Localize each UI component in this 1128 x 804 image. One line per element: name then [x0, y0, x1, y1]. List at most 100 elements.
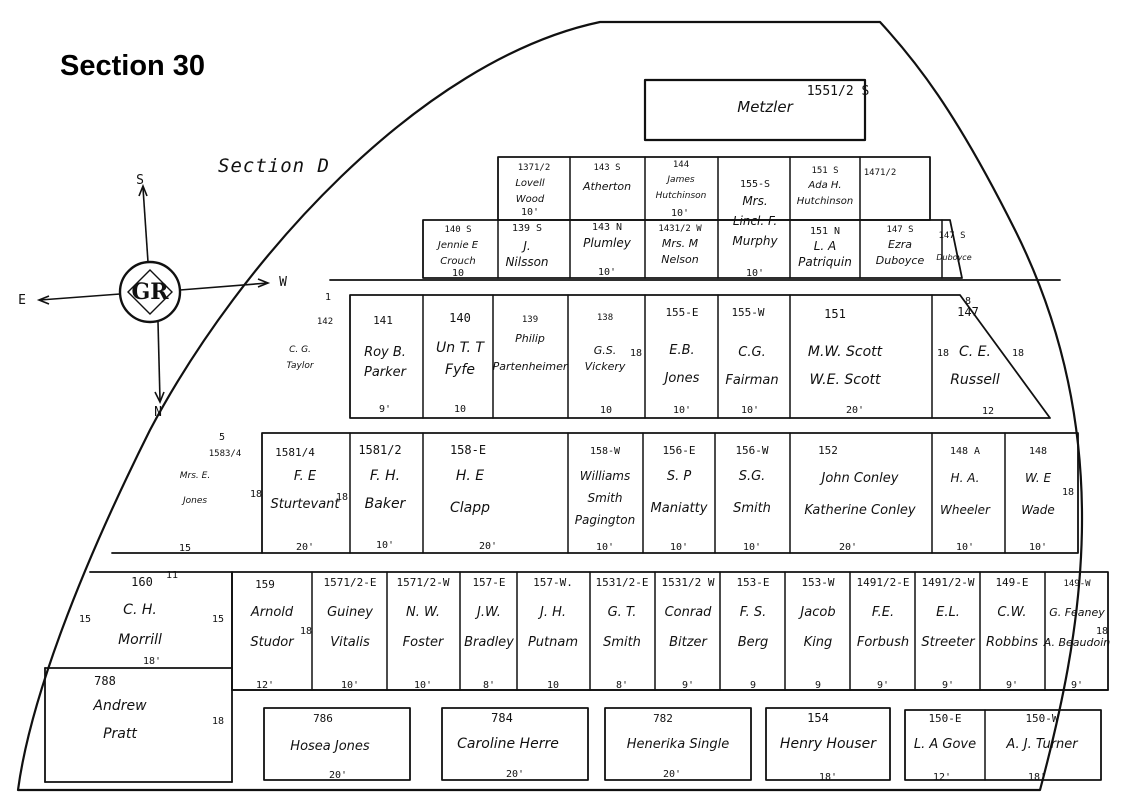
plot-number: 154	[807, 711, 829, 725]
owner-name: Bitzer	[669, 635, 708, 650]
owner-name: Partenheimer	[493, 360, 569, 373]
plot-width: 10	[454, 404, 466, 415]
plot-number: 153-W	[801, 576, 834, 589]
owner-name: W. E	[1025, 471, 1052, 485]
section-label: Section D	[218, 155, 330, 177]
plot-dimension: 8	[965, 296, 971, 307]
plot-width: 18'	[1028, 772, 1046, 783]
plot-width: 10'	[671, 208, 689, 219]
plot-width: 9	[750, 680, 756, 691]
owner-name: Wood	[516, 194, 545, 205]
plot-width: 20'	[506, 769, 524, 780]
plot-number: 139	[522, 315, 538, 325]
owner-name: Pratt	[103, 726, 137, 742]
plot-width: 10'	[673, 405, 691, 416]
plot-number: 147 S	[938, 231, 965, 241]
plot-number: 142	[317, 317, 333, 327]
owner-name: James	[665, 175, 694, 185]
plot-number: 1531/2 W	[662, 576, 715, 589]
owner-name: Smith	[603, 635, 641, 650]
plot-number: 1551/2 S	[807, 84, 870, 99]
owner-name: Hutchinson	[797, 196, 853, 207]
plot-number: 1571/2-E	[324, 576, 377, 589]
plot-width: 10'	[956, 542, 974, 553]
plot-width: 9'	[379, 404, 391, 415]
plot-number: 1531/2-E	[596, 576, 649, 589]
plot-width: 10'	[596, 542, 614, 553]
owner-name: Katherine Conley	[804, 503, 916, 518]
compass-monogram: GR	[131, 279, 169, 305]
plot-box	[643, 78, 867, 142]
plot-dimension: 18	[300, 626, 312, 637]
owner-name: H. A.	[951, 471, 980, 485]
plot-number: 1431/2 W	[658, 224, 702, 234]
plot-number: 158-E	[450, 443, 486, 457]
owner-name: Smith	[588, 491, 623, 505]
plot-number: 151	[824, 307, 846, 321]
plot-width: 10'	[746, 268, 764, 279]
owner-name: Robbins	[986, 635, 1038, 650]
owner-name: Henry Houser	[780, 736, 877, 752]
plot-dimension: 18	[1096, 626, 1108, 637]
plot-number: 148	[1029, 446, 1047, 457]
plot-width: 9'	[1071, 680, 1083, 691]
plot-number: 153-E	[736, 576, 769, 589]
plot-width: 9'	[877, 680, 889, 691]
owner-name: John Conley	[819, 471, 899, 486]
owner-name: H. E	[456, 468, 484, 484]
plot-width: 9'	[942, 680, 954, 691]
owner-name: Hutchinson	[656, 191, 707, 201]
owner-name: S.G.	[739, 469, 766, 484]
plot-dimension: 18	[250, 489, 262, 500]
owner-name: E.L.	[936, 605, 960, 620]
owner-name: Andrew	[92, 698, 147, 714]
owner-name: J. H.	[537, 605, 566, 620]
plot-width: 20'	[839, 542, 857, 553]
owner-name: Vickery	[585, 360, 626, 373]
plot-number: 141	[373, 314, 393, 327]
owner-name: Jennie E	[436, 240, 479, 251]
plot-width: 18'	[143, 656, 161, 667]
plot-dimension: 18	[630, 348, 642, 359]
plot-number: 151 N	[810, 226, 840, 237]
owner-name: Nilsson	[505, 255, 548, 269]
owner-name: Jones	[181, 496, 207, 506]
owner-name: Jones	[662, 371, 700, 386]
owner-name: C. G.	[289, 345, 311, 355]
owner-name: Ezra	[888, 238, 912, 251]
plot-width: 20'	[329, 770, 347, 781]
plot-number: 160	[131, 575, 153, 589]
plot-number: 1371/2	[518, 163, 551, 173]
plot-number: 786	[313, 712, 333, 725]
plot-number: 143 N	[592, 222, 622, 233]
plot-width: 10'	[598, 267, 616, 278]
plot-width: 18'	[819, 772, 837, 783]
plot-number: 151 S	[811, 166, 838, 176]
owner-name: Foster	[403, 635, 445, 650]
plot-width: 8'	[483, 680, 495, 691]
plot-width: 12'	[256, 680, 274, 691]
owner-name: Mrs. M	[662, 237, 699, 250]
owner-name: Atherton	[582, 180, 631, 193]
owner-name: Parker	[364, 365, 408, 380]
owner-name: Crouch	[440, 256, 475, 267]
plot-dimension: 15	[79, 614, 91, 625]
owner-name: Studor	[250, 635, 295, 650]
owner-name: C.W.	[997, 605, 1026, 620]
compass-rose	[36, 183, 271, 404]
owner-name: Clapp	[450, 500, 490, 516]
compass-north-label: N	[154, 405, 162, 420]
plot-number: 150-W	[1025, 712, 1058, 725]
plot-width: 20'	[296, 542, 314, 553]
plot-width: 15	[179, 543, 191, 554]
plot-number: 140	[449, 311, 471, 325]
owner-name: F. E	[294, 469, 317, 484]
plot-number: 152	[818, 444, 838, 457]
plot-dimension: 18	[1012, 348, 1024, 359]
owner-name: Morrill	[118, 632, 162, 648]
owner-name: Berg	[738, 635, 769, 650]
plot-number: 1581/2	[358, 443, 401, 457]
plot-number: 1471/2	[864, 168, 897, 178]
owner-name: Henerika Single	[627, 737, 730, 752]
